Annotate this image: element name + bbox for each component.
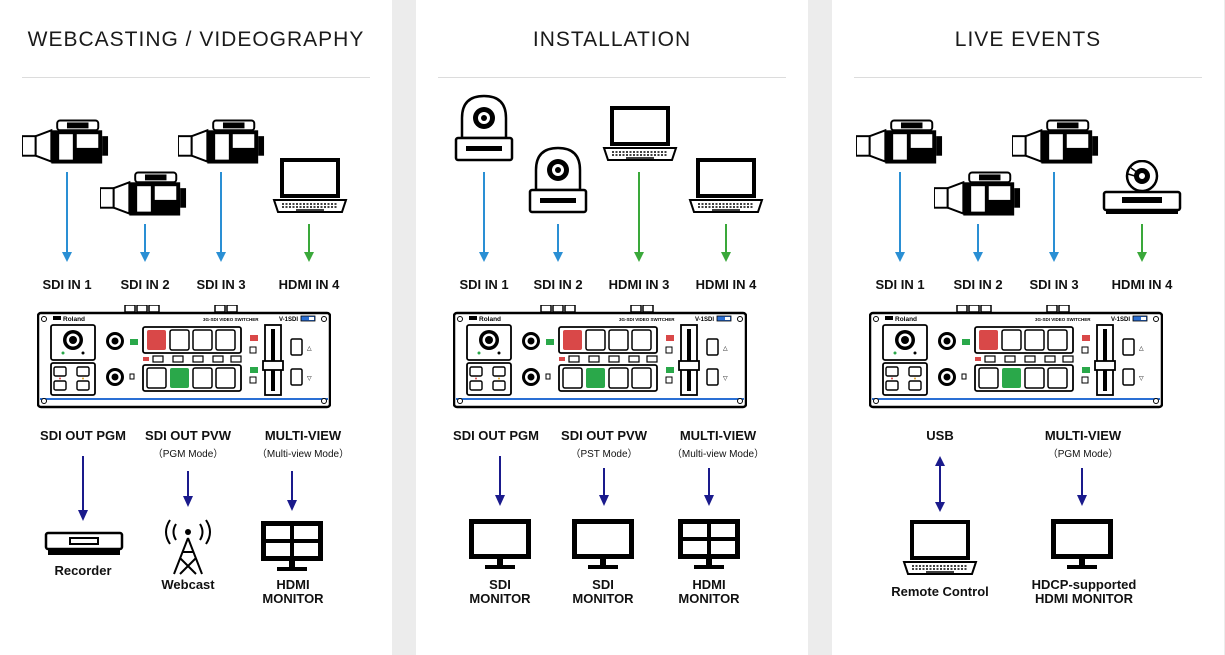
- monitor-icon: [570, 517, 636, 571]
- camcorder-icon: [856, 118, 944, 168]
- arrow-out-2: [183, 471, 193, 507]
- output-mode: （Multi-view Mode）: [671, 449, 765, 460]
- input-label: SDI IN 3: [1029, 277, 1079, 292]
- video-switcher-device: [37, 305, 331, 409]
- device-label: Webcast: [161, 577, 215, 592]
- arrow-out-multiview: [1077, 468, 1087, 506]
- output-label: MULTI-VIEW: [679, 428, 757, 443]
- laptop-icon: [902, 518, 978, 576]
- multiview-monitor-icon: [259, 519, 325, 573]
- input-label: HDMI IN 3: [608, 277, 670, 292]
- arrow-sdi-in-2: [553, 224, 563, 262]
- output-label: SDI OUT PVW: [561, 428, 647, 443]
- divider: [438, 77, 786, 78]
- input-label: SDI IN 2: [120, 277, 170, 292]
- arrow-hdmi-in-4: [304, 224, 314, 262]
- camcorder-icon: [934, 170, 1022, 220]
- arrow-sdi-in-2: [140, 224, 150, 262]
- laptop-icon: [688, 156, 764, 214]
- multiview-monitor-icon: [676, 517, 742, 571]
- camcorder-icon: [100, 170, 188, 220]
- arrow-hdmi-in-3: [634, 172, 644, 262]
- device-label: Remote Control: [891, 584, 989, 599]
- output-label: MULTI-VIEW: [264, 428, 342, 443]
- monitor-icon: [467, 517, 533, 571]
- panel-installation: INSTALLATION SDI IN 1 SDI IN 2 HDMI IN 3…: [416, 0, 808, 655]
- arrow-out-3: [704, 468, 714, 506]
- output-label: SDI OUT PGM: [453, 428, 539, 443]
- arrow-sdi-in-1: [62, 172, 72, 262]
- arrow-sdi-in-1: [479, 172, 489, 262]
- camcorder-icon: [178, 118, 266, 168]
- arrow-out-3: [287, 471, 297, 511]
- divider: [854, 77, 1202, 78]
- input-label: SDI IN 1: [459, 277, 509, 292]
- broadcast-tower-icon: [158, 516, 218, 576]
- output-mode: （Multi-view Mode）: [256, 449, 350, 460]
- disc-player-icon: [1102, 160, 1182, 216]
- device-label: Recorder: [54, 563, 112, 578]
- arrow-out-1: [78, 456, 88, 521]
- arrow-sdi-in-2: [973, 224, 983, 262]
- arrow-sdi-in-1: [895, 172, 905, 262]
- panel-title: INSTALLATION: [532, 28, 692, 51]
- video-switcher-device: [869, 305, 1163, 409]
- output-mode: （PGM Mode）: [152, 449, 224, 460]
- input-label: SDI IN 2: [533, 277, 583, 292]
- panel-title: WEBCASTING / VIDEOGRAPHY: [27, 28, 365, 51]
- output-label: MULTI-VIEW: [1044, 428, 1122, 443]
- video-switcher-device: [453, 305, 747, 409]
- ptz-camera-icon: [454, 94, 514, 162]
- divider: [22, 77, 370, 78]
- input-label: SDI IN 2: [953, 277, 1003, 292]
- panel-live-events: LIVE EVENTS SDI IN 1 SDI IN 2 SDI IN 3 H…: [832, 0, 1224, 655]
- laptop-icon: [602, 104, 678, 162]
- arrow-sdi-in-3: [1049, 172, 1059, 262]
- input-label: HDMI IN 4: [1111, 277, 1173, 292]
- recorder-icon: [44, 531, 124, 557]
- arrow-sdi-in-3: [216, 172, 226, 262]
- input-label: HDMI IN 4: [695, 277, 757, 292]
- ptz-camera-icon: [528, 146, 588, 214]
- output-label: USB: [926, 428, 954, 443]
- input-label: HDMI IN 4: [278, 277, 340, 292]
- input-label: SDI IN 3: [196, 277, 246, 292]
- panel-webcasting: WEBCASTING / VIDEOGRAPHY SDI IN 1 SDI IN…: [0, 0, 392, 655]
- arrow-out-2: [599, 468, 609, 506]
- arrow-out-1: [495, 456, 505, 506]
- camcorder-icon: [22, 118, 110, 168]
- output-label: SDI OUT PGM: [40, 428, 126, 443]
- laptop-icon: [272, 156, 348, 214]
- arrow-usb-bidirectional: [935, 456, 945, 512]
- arrow-hdmi-in-4: [1137, 224, 1147, 262]
- output-mode: （PST Mode）: [570, 449, 638, 460]
- output-mode: （PGM Mode）: [1047, 449, 1119, 460]
- input-label: SDI IN 1: [875, 277, 925, 292]
- panel-title: LIVE EVENTS: [954, 28, 1102, 51]
- arrow-hdmi-in-4: [721, 224, 731, 262]
- output-label: SDI OUT PVW: [145, 428, 231, 443]
- input-label: SDI IN 1: [42, 277, 92, 292]
- monitor-icon: [1049, 517, 1115, 571]
- camcorder-icon: [1012, 118, 1100, 168]
